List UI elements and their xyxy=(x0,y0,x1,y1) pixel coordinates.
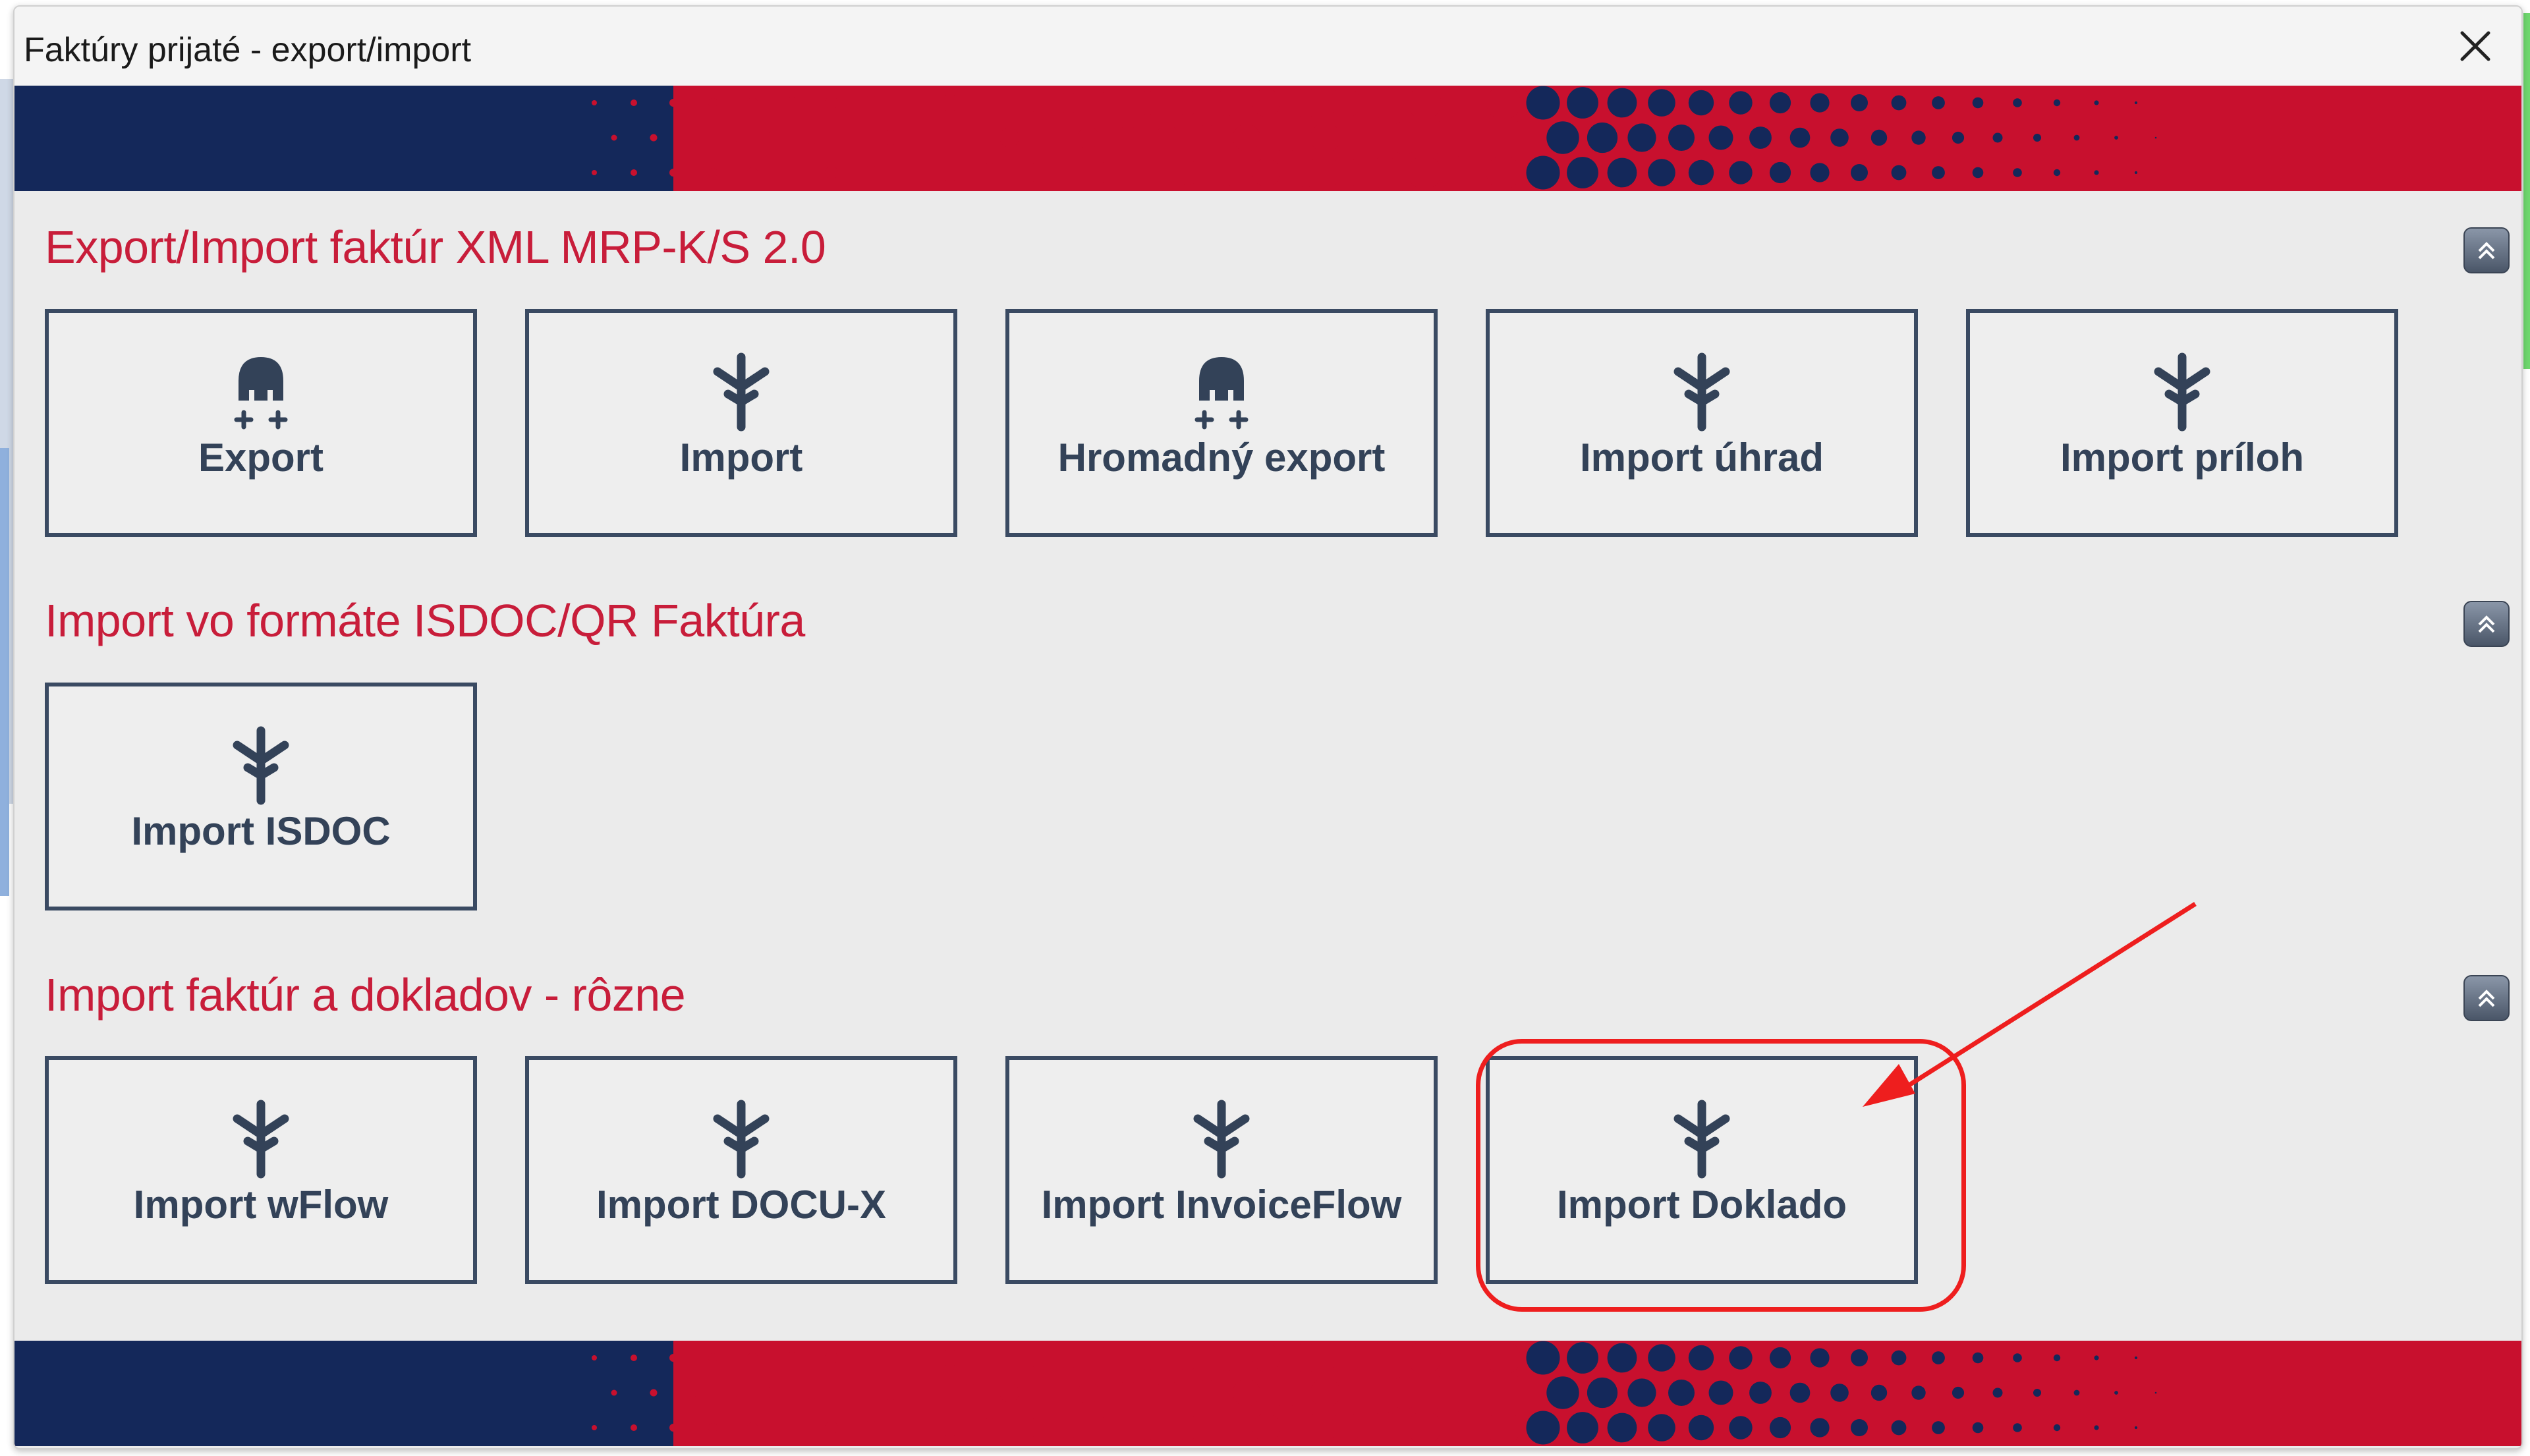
section-title-isdoc: Import vo formáte ISDOC/QR Faktúra xyxy=(45,595,805,646)
import-docux-tile-label: Import DOCU-X xyxy=(596,1183,886,1227)
import-icon xyxy=(1673,352,1730,432)
import-wflow-tile-label: Import wFlow xyxy=(133,1183,389,1227)
import-icon xyxy=(233,726,289,805)
close-button[interactable] xyxy=(2454,25,2496,67)
import-icon xyxy=(1193,1100,1250,1179)
section-title-various-imports: Import faktúr a dokladov - rôzne xyxy=(45,969,686,1021)
collapse-section-various-button[interactable] xyxy=(2463,975,2510,1021)
import-icon xyxy=(1673,1100,1730,1179)
import-docux-tile[interactable]: Import DOCU-X xyxy=(525,1056,957,1284)
import-icon xyxy=(233,1100,289,1179)
import-payments-tile[interactable]: Import úhrad xyxy=(1486,309,1918,537)
chevron-double-up-icon xyxy=(2478,242,2495,260)
footer-banner xyxy=(14,1341,2521,1446)
title-bar: Faktúry prijaté - export/import xyxy=(14,7,2521,86)
import-icon xyxy=(713,1100,770,1179)
import-invoiceflow-tile-label: Import InvoiceFlow xyxy=(1041,1183,1402,1227)
bulk-export-tile-label: Hromadný export xyxy=(1057,435,1386,480)
import-doklado-tile-label: Import Doklado xyxy=(1556,1183,1847,1227)
import-invoiceflow-tile[interactable]: Import InvoiceFlow xyxy=(1005,1056,1438,1284)
bulk-export-tile[interactable]: Hromadný export xyxy=(1005,309,1438,537)
import-attachments-tile-label: Import príloh xyxy=(2060,435,2304,480)
import-isdoc-tile-label: Import ISDOC xyxy=(131,809,391,853)
collapse-section-isdoc-button[interactable] xyxy=(2463,601,2510,647)
export-tile-label: Export xyxy=(198,435,324,480)
window-title: Faktúry prijaté - export/import xyxy=(24,31,472,69)
import-tile-label: Import xyxy=(679,435,803,480)
import-icon xyxy=(713,352,770,432)
section-title-xml-export-import: Export/Import faktúr XML MRP-K/S 2.0 xyxy=(45,221,826,273)
export-import-dialog: Faktúry prijaté - export/import Export/I… xyxy=(13,5,2523,1449)
chevron-double-up-icon xyxy=(2478,990,2495,1007)
export-icon xyxy=(234,357,288,430)
header-banner xyxy=(14,86,2521,191)
import-payments-tile-label: Import úhrad xyxy=(1580,435,1824,480)
export-icon xyxy=(1195,357,1249,430)
close-icon xyxy=(2460,31,2490,61)
import-icon xyxy=(2154,352,2210,432)
export-tile[interactable]: Export xyxy=(45,309,477,537)
import-tile[interactable]: Import xyxy=(525,309,957,537)
import-wflow-tile[interactable]: Import wFlow xyxy=(45,1056,477,1284)
collapse-section-xml-button[interactable] xyxy=(2463,227,2510,273)
background-app-edge-left xyxy=(0,79,14,896)
import-doklado-tile[interactable]: Import Doklado xyxy=(1486,1056,1918,1284)
chevron-double-up-icon xyxy=(2478,615,2495,633)
background-app-edge-right xyxy=(2523,13,2530,369)
import-isdoc-tile[interactable]: Import ISDOC xyxy=(45,683,477,910)
import-attachments-tile[interactable]: Import príloh xyxy=(1966,309,2398,537)
